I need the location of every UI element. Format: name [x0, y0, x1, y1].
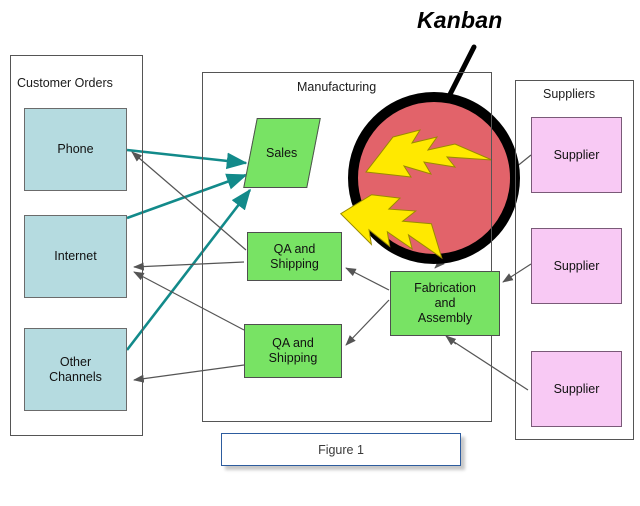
- arrow-qa-lower-to-internet: [133, 271, 245, 331]
- group-customer-orders-title: Customer Orders: [17, 76, 113, 90]
- flow-arrows-suppliers: [445, 154, 532, 391]
- group-customer-orders: [10, 55, 143, 436]
- node-phone[interactable]: Phone: [24, 108, 127, 191]
- node-supplier-3-label: Supplier: [553, 381, 600, 396]
- flow-arrows-qa-to-orders: [131, 151, 247, 383]
- group-suppliers: [515, 80, 634, 440]
- node-internet[interactable]: Internet: [24, 215, 127, 298]
- node-qa-shipping-lower[interactable]: QA and Shipping: [244, 324, 342, 378]
- kanban-burst-icon: [339, 92, 520, 264]
- node-qa-shipping-upper-label: QA and Shipping: [270, 241, 319, 271]
- group-manufacturing-title: Manufacturing: [297, 80, 377, 94]
- figure-caption-box: Figure 1: [221, 433, 461, 466]
- node-sales[interactable]: Sales: [243, 118, 321, 188]
- arrow-supplier3-to-fabrication: [445, 335, 457, 346]
- node-supplier-2[interactable]: Supplier: [531, 228, 622, 304]
- node-other-channels-label: Other Channels: [49, 354, 102, 384]
- lightning-bolt-upper-icon: [365, 129, 493, 178]
- node-sales-label: Sales: [266, 146, 298, 160]
- arrow-qa-upper-to-internet: [133, 261, 245, 271]
- flow-arrows-fabrication-qa: [345, 267, 390, 346]
- node-qa-shipping-lower-label: QA and Shipping: [268, 336, 318, 365]
- arrow-fabrication-to-qa-lower: [345, 299, 390, 346]
- arrow-qa-lower-to-other-channels: [133, 364, 245, 383]
- lightning-bolt-lower-icon: [339, 194, 443, 260]
- arrow-phone-to-sales: [126, 148, 248, 170]
- line-fabrication-to-supplier3: [447, 337, 529, 391]
- node-internet-label: Internet: [54, 249, 97, 264]
- node-qa-shipping-upper[interactable]: QA and Shipping: [247, 232, 342, 281]
- node-fabrication-and-assembly[interactable]: Fabrication and Assembly: [390, 271, 500, 336]
- figure-caption-text: Figure 1: [318, 442, 364, 457]
- group-manufacturing: [202, 72, 492, 422]
- arrow-internet-to-sales: [126, 173, 248, 220]
- arrow-qa-upper-to-phone: [131, 151, 247, 251]
- arrow-supplier2-to-fabrication: [502, 263, 532, 283]
- node-phone-label: Phone: [57, 142, 94, 157]
- node-other-channels[interactable]: Other Channels: [24, 328, 127, 411]
- node-supplier-1-label: Supplier: [553, 147, 600, 162]
- group-suppliers-title: Suppliers: [543, 87, 596, 101]
- node-supplier-3[interactable]: Supplier: [531, 351, 622, 427]
- kanban-annotation-label: Kanban: [417, 7, 503, 33]
- arrow-other-channels-to-sales: [125, 188, 252, 351]
- flow-arrows-orders-to-sales: [125, 148, 252, 351]
- arrow-fabrication-to-qa-upper: [345, 267, 390, 291]
- node-supplier-2-label: Supplier: [553, 258, 600, 273]
- node-supplier-1[interactable]: Supplier: [531, 117, 622, 193]
- node-fabrication-and-assembly-label: Fabrication and Assembly: [414, 281, 476, 325]
